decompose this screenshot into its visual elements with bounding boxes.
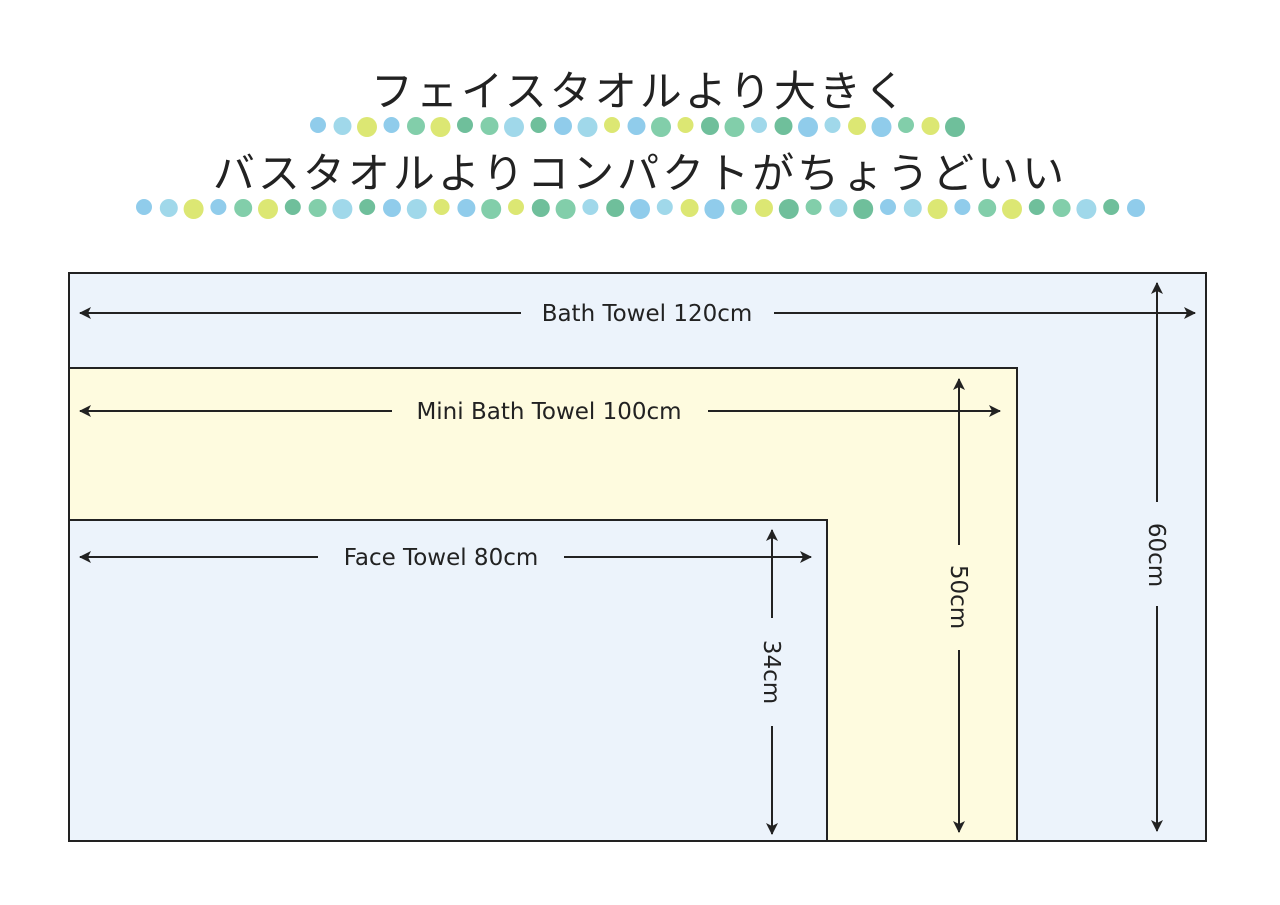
dot (555, 199, 576, 219)
dot (731, 199, 748, 215)
dot (357, 117, 377, 137)
dot (332, 199, 353, 219)
dot (871, 117, 892, 137)
dot-row-2 (136, 199, 1145, 219)
bath-height-label: 60cm (1143, 523, 1169, 587)
dot (333, 117, 352, 135)
dot (457, 117, 473, 133)
dot (805, 199, 822, 215)
dot (656, 199, 673, 215)
dot (898, 117, 914, 133)
dot (755, 199, 773, 217)
dot (430, 117, 451, 137)
dot (853, 199, 874, 219)
headline-line-2: バスタオルよりコンパクトがちょうどいい (212, 149, 1068, 198)
dot (504, 117, 524, 137)
dot (284, 199, 301, 215)
bath-width-label: Bath Towel 120cm (542, 301, 753, 327)
dot (234, 199, 253, 217)
dot (1127, 199, 1145, 217)
dot (530, 117, 547, 133)
decorative-dot-rows (136, 117, 1145, 219)
dot-row-1 (310, 117, 965, 137)
dot (159, 199, 178, 217)
dot (798, 117, 818, 137)
dot (481, 199, 502, 219)
face-width-dimension: Face Towel 80cm (79, 545, 812, 571)
mini-height-dimension: 50cm (945, 378, 971, 833)
dot (978, 199, 997, 217)
dot (778, 199, 799, 219)
dot (480, 117, 499, 135)
dot (1028, 199, 1045, 215)
dot (848, 117, 866, 135)
face-towel-rect (68, 519, 828, 842)
dot (606, 199, 625, 217)
dot (1002, 199, 1022, 219)
dot (383, 199, 401, 217)
dot (701, 117, 719, 135)
dot (954, 199, 971, 215)
dot (258, 199, 278, 219)
mini-width-label: Mini Bath Towel 100cm (416, 399, 681, 425)
dot (903, 199, 922, 217)
dot (407, 117, 425, 135)
dot (554, 117, 572, 135)
dot (627, 117, 646, 135)
mini-width-dimension: Mini Bath Towel 100cm (79, 399, 1001, 425)
face-width-label: Face Towel 80cm (344, 545, 539, 571)
dot (531, 199, 550, 217)
dot (945, 117, 965, 137)
dot (724, 117, 745, 137)
dot (604, 117, 620, 133)
dot (359, 199, 376, 215)
dot (680, 199, 699, 217)
face-height-dimension: 34cm (758, 529, 784, 835)
dot (829, 199, 848, 217)
dot (751, 117, 767, 133)
dot (310, 117, 326, 133)
dot (582, 199, 599, 215)
dot (824, 117, 841, 133)
dot (383, 117, 400, 133)
dot (927, 199, 948, 219)
dot (630, 199, 650, 219)
dot (406, 199, 427, 219)
dot (774, 117, 793, 135)
dot (508, 199, 524, 215)
dot (651, 117, 671, 137)
dot (183, 199, 204, 219)
dot (433, 199, 450, 215)
face-height-label: 34cm (758, 640, 784, 704)
mini-height-label: 50cm (945, 565, 971, 629)
dot (677, 117, 694, 133)
dot (136, 199, 152, 215)
dot (1103, 199, 1120, 215)
dot (457, 199, 476, 217)
bath-height-dimension: 60cm (1143, 282, 1169, 832)
dot (210, 199, 227, 215)
dot (880, 199, 896, 215)
headline-line-1: フェイスタオルより大きく (371, 67, 909, 116)
bath-width-dimension: Bath Towel 120cm (79, 301, 1196, 327)
dot (1076, 199, 1097, 219)
dot (1052, 199, 1071, 217)
dot (308, 199, 327, 217)
dot (921, 117, 940, 135)
dot (577, 117, 598, 137)
dot (704, 199, 725, 219)
